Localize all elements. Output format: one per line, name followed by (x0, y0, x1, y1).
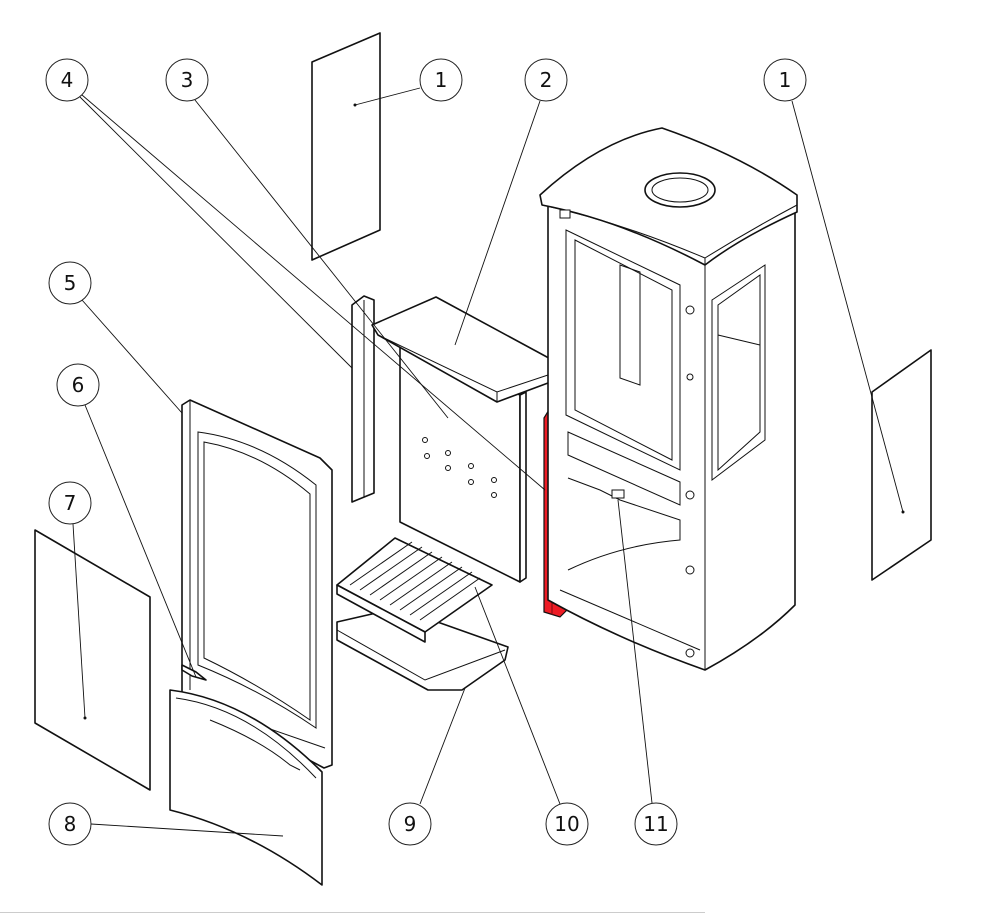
part-10-grate (336, 537, 493, 643)
part-1-side-glass-left (311, 32, 381, 261)
svg-text:3: 3 (181, 68, 194, 92)
callout-8: 8 (48, 802, 92, 846)
callout-5: 5 (48, 261, 92, 305)
svg-text:8: 8 (64, 812, 77, 836)
svg-text:6: 6 (72, 373, 85, 397)
callout-4: 4 (45, 58, 89, 102)
svg-text:9: 9 (404, 812, 417, 836)
svg-text:11: 11 (643, 812, 668, 836)
part-1-side-glass-right (871, 349, 932, 581)
svg-text:2: 2 (540, 68, 553, 92)
callout-1-right: 1 (763, 58, 807, 102)
svg-text:1: 1 (435, 68, 448, 92)
bottom-divider (0, 912, 705, 913)
callout-1-left: 1 (419, 58, 463, 102)
callout-2: 2 (524, 58, 568, 102)
stove-body (539, 127, 798, 671)
part-8-lower-door (169, 689, 323, 886)
callout-7: 7 (48, 481, 92, 525)
svg-text:1: 1 (779, 68, 792, 92)
part-7-door-glass (34, 529, 151, 791)
svg-text:5: 5 (64, 271, 77, 295)
svg-text:7: 7 (64, 491, 77, 515)
callout-9: 9 (388, 802, 432, 846)
callout-10: 10 (545, 802, 589, 846)
callout-3: 3 (165, 58, 209, 102)
callout-11: 11 (634, 802, 678, 846)
part-4-side-brick (351, 295, 375, 503)
svg-text:4: 4 (61, 68, 74, 92)
leader-lines (72, 87, 904, 837)
svg-text:10: 10 (554, 812, 579, 836)
callout-6: 6 (56, 363, 100, 407)
part-3-back-panel (399, 339, 527, 583)
